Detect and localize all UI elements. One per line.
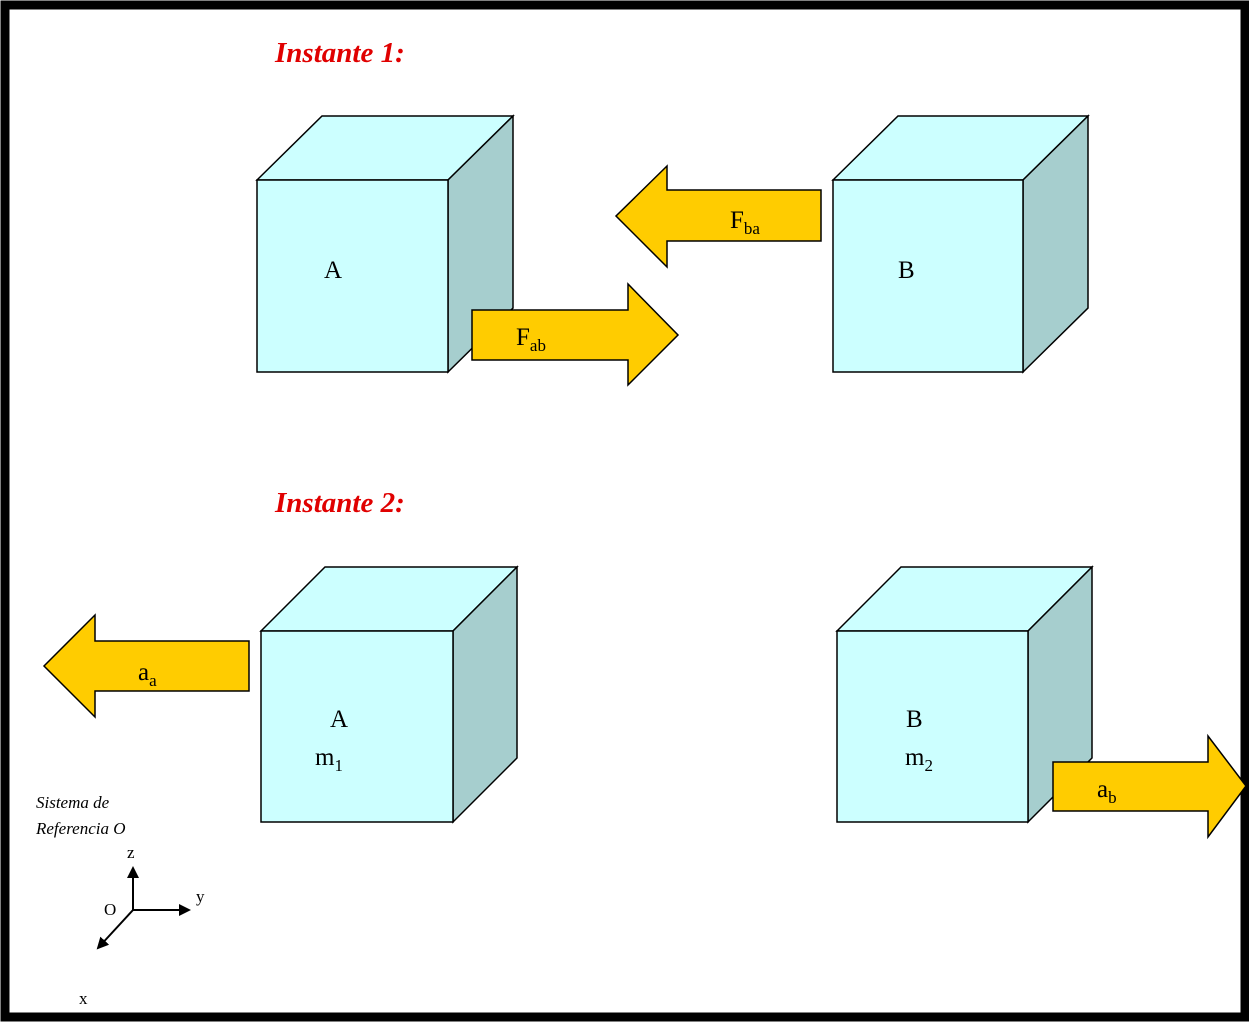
- accel-b-arrow: ab: [1052, 733, 1247, 840]
- mass-label: m2: [905, 744, 933, 775]
- instant1-title: Instante 1:: [274, 37, 405, 69]
- instant2-cube-a: A m1: [259, 565, 519, 824]
- cube-label: B: [898, 257, 915, 284]
- force-ab-label: Fab: [516, 324, 546, 355]
- cube-label: A: [330, 706, 348, 733]
- reference-system: Sistema de Referencia O z y O x: [35, 793, 205, 1008]
- accel-a-arrow: aa: [42, 613, 250, 719]
- force-ba-arrow: Fba: [614, 164, 822, 269]
- cube-front-face: [832, 179, 1024, 373]
- instant2-title: Instante 2:: [274, 487, 405, 519]
- instant1-cube-b: B: [831, 114, 1090, 374]
- mass-label: m1: [315, 744, 343, 775]
- reference-caption-line2: Referencia O: [35, 819, 126, 838]
- origin-label: O: [104, 900, 116, 919]
- force-ba-label: Fba: [730, 207, 760, 238]
- cube-front-face: [256, 179, 449, 373]
- accel-b-label: ab: [1097, 776, 1117, 807]
- cube-front-face: [836, 630, 1029, 823]
- accel-a-label: aa: [138, 659, 157, 690]
- axis-x-line: [96, 909, 134, 950]
- instant2-cube-b: B m2: [835, 565, 1094, 824]
- axis-y-label: y: [196, 887, 205, 906]
- cube-front-face: [260, 630, 454, 823]
- cube-label: A: [324, 257, 342, 284]
- cube-label: B: [906, 706, 923, 733]
- axis-z-label: z: [127, 843, 135, 862]
- axis-x-label: x: [79, 989, 88, 1008]
- force-ab-arrow: Fab: [471, 282, 680, 387]
- reference-caption-line1: Sistema de: [36, 793, 110, 812]
- instant1-cube-a: A: [255, 114, 515, 374]
